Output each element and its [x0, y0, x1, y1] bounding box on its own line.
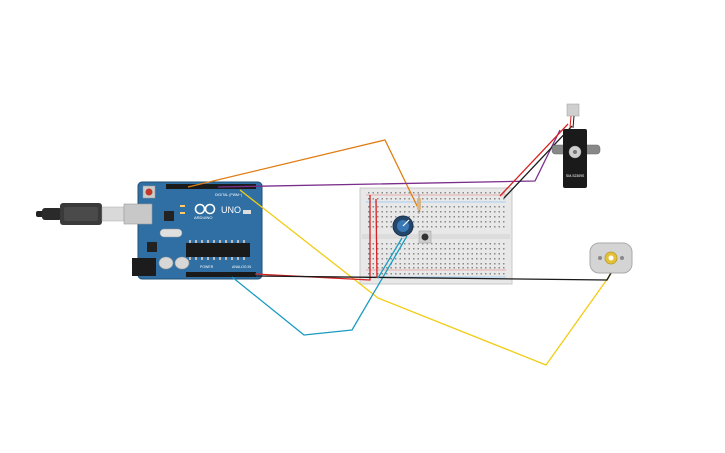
- potentiometer-knob-indicator: [402, 219, 410, 227]
- usb-port: [123, 203, 153, 225]
- wire-red-power[interactable]: [254, 195, 371, 281]
- arduino-brand-label: ARDUINO: [194, 215, 212, 220]
- wire-cyan[interactable]: [231, 235, 408, 336]
- power-jack: [132, 258, 156, 276]
- dc-motor[interactable]: [589, 242, 633, 274]
- wire-red-pot[interactable]: [375, 198, 378, 279]
- digital-pwm-label: DIGITAL (PWM~): [215, 193, 242, 197]
- wire-purple[interactable]: [217, 129, 561, 188]
- power-header: [186, 272, 256, 277]
- resistor[interactable]: [417, 194, 421, 214]
- servo-connector: [566, 103, 580, 117]
- reset-button[interactable]: [145, 188, 153, 196]
- servo-motor[interactable]: SM-S2309S: [551, 103, 601, 188]
- digital-header: [166, 184, 256, 189]
- breadboard[interactable]: [359, 187, 513, 285]
- wires: [187, 123, 618, 366]
- wire-yellow[interactable]: [239, 189, 614, 366]
- atmega-chip: [186, 243, 250, 257]
- arduino-logo-icon: [194, 203, 216, 215]
- power-label: POWER: [200, 265, 214, 269]
- usb-cable[interactable]: [36, 203, 125, 225]
- push-button[interactable]: [418, 230, 432, 244]
- wire-red-servo[interactable]: [499, 123, 569, 197]
- potentiometer[interactable]: [392, 215, 414, 237]
- arduino-uno-board[interactable]: UNO ARDUINO DIGITAL (PWM~) POWER ANALOG …: [123, 181, 263, 280]
- uno-label: UNO: [221, 205, 241, 215]
- servo-label: SM-S2309S: [566, 174, 585, 178]
- breadboard-holes: [368, 192, 505, 275]
- wire-black-servo[interactable]: [503, 125, 573, 199]
- analog-in-label: ANALOG IN: [232, 265, 252, 269]
- wire-orange[interactable]: [187, 139, 421, 213]
- wire-blue-pot[interactable]: [377, 237, 403, 279]
